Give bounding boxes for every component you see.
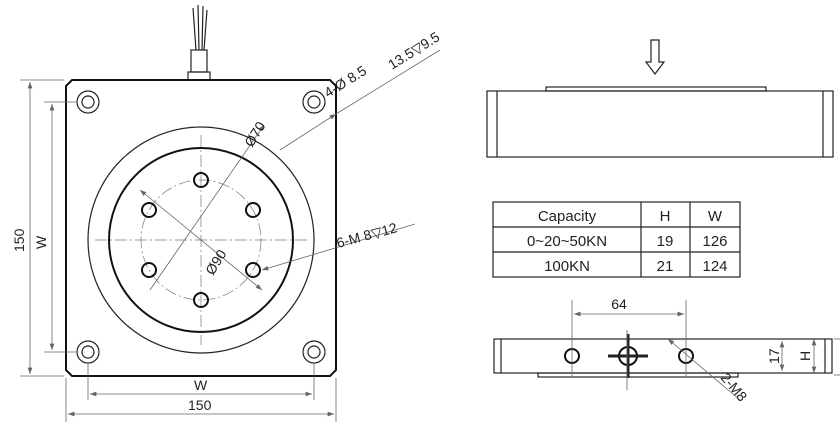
width-w-label: W [194, 377, 208, 393]
header-capacity: Capacity [538, 208, 597, 225]
cell: 21 [657, 258, 674, 275]
capacity-table: Capacity H W 0~20~50KN 19 126 100KN 21 1… [492, 201, 741, 278]
header-w: W [708, 208, 723, 225]
thickness-17-label: 17 [766, 348, 782, 364]
cable [187, 4, 211, 81]
corner-holes [76, 90, 326, 364]
corner-hole-callout: 4-Ø 8.5 [321, 62, 369, 100]
header-h: H [660, 208, 671, 225]
cell: 19 [657, 233, 674, 250]
dia70-label: Ø70 [241, 118, 269, 149]
height-150-label: 150 [11, 228, 27, 252]
side-view: 64 2-M8 17 H [493, 296, 840, 405]
cell: 0~20~50KN [527, 233, 607, 250]
front-view: Ø70 Ø90 4-Ø 8.5 13.5▽9.5 6-M 8▽12 150 W … [11, 28, 443, 422]
thread-2m8-label: 2-M8 [718, 370, 751, 405]
dia90-label: Ø90 [202, 246, 230, 277]
spacing-64-label: 64 [611, 296, 627, 312]
height-h-label: H [797, 351, 813, 361]
thread-callout: 6-M 8▽12 [335, 219, 399, 251]
cell: 126 [702, 233, 727, 250]
cell: 100KN [544, 258, 590, 275]
top-view [486, 39, 834, 158]
down-arrow-icon [644, 39, 666, 75]
height-w-label: W [33, 235, 49, 249]
width-150-label: 150 [188, 397, 212, 413]
cell: 124 [702, 258, 727, 275]
